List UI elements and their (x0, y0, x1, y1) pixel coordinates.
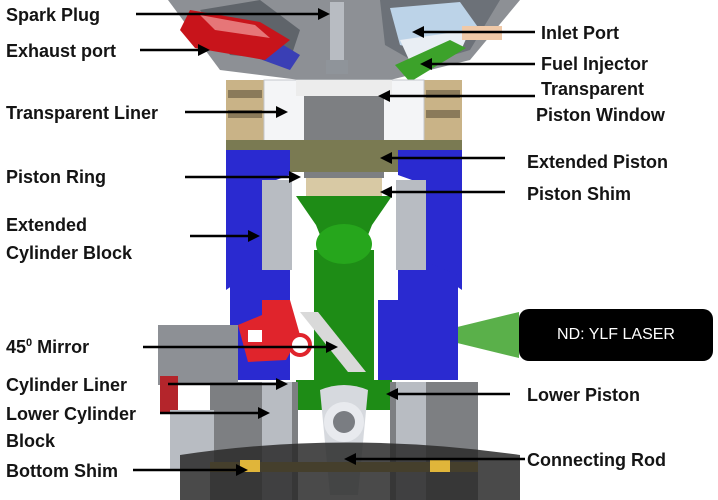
extended-piston (296, 196, 392, 410)
label-fuel-injector: Fuel Injector (541, 54, 649, 74)
label-connecting-rod: Connecting Rod (527, 450, 666, 470)
label-extended-cylinder-block-line2: Cylinder Block (6, 243, 133, 263)
left-plate (158, 325, 238, 385)
label-lower-cylinder-block-line2: Block (6, 431, 56, 451)
laser-beam (445, 312, 519, 358)
label-inlet-port: Inlet Port (541, 23, 620, 43)
label-piston-shim: Piston Shim (527, 184, 632, 204)
label-lower-cylinder-block-line1: Lower Cylinder (6, 404, 137, 424)
laser-box: ND: YLF LASER (519, 309, 713, 361)
label-45-mirror: 450 Mirror (6, 336, 89, 361)
label-spark-plug: Spark Plug (6, 5, 101, 25)
right-side-block (378, 300, 458, 380)
laser-label: ND: YLF LASER (557, 326, 675, 343)
label-lower-piston: Lower Piston (527, 385, 641, 405)
label-bottom-shim: Bottom Shim (6, 461, 118, 481)
label-transparent-liner: Transparent Liner (6, 103, 159, 123)
transparent-piston-window (296, 80, 392, 198)
label-45-mirror-number: 45 (6, 337, 27, 357)
label-extended-piston: Extended Piston (527, 152, 669, 172)
label-piston-ring: Piston Ring (6, 167, 106, 187)
watermark: 懂车老王 (612, 478, 665, 493)
leader-arrows (133, 8, 535, 476)
label-extended-cylinder-block-line1: Extended (6, 215, 88, 235)
label-transparent-piston-window-line2: Piston Window (536, 105, 665, 125)
upper-side-blocks (226, 80, 462, 140)
left-shim-red (160, 376, 178, 412)
label-exhaust-port: Exhaust port (6, 41, 117, 61)
spark-plug (180, 2, 348, 74)
label-transparent-piston-window-line1: Transparent (541, 79, 645, 99)
bottom-shim (180, 442, 520, 500)
label-cylinder-liner: Cylinder Liner (6, 375, 128, 395)
label-45-mirror-text: Mirror (32, 337, 90, 357)
label-45-mirror-degree: 0 (26, 337, 33, 349)
